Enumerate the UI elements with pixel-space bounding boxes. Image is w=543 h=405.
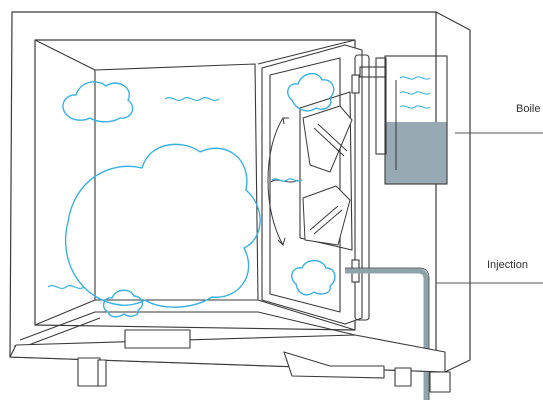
injection-label: Injection <box>487 259 528 271</box>
boiler-steam-pipe <box>359 57 387 155</box>
boiler-tank <box>384 55 448 185</box>
steam-wave-icon <box>47 96 303 290</box>
steam-cloud-icon <box>62 73 336 318</box>
oven-base <box>9 329 451 393</box>
fan-blade-icon <box>302 105 353 246</box>
boiler-steam-waves <box>399 76 431 109</box>
fan-baffle <box>261 44 363 325</box>
boiler-label: Boile <box>516 103 541 115</box>
callout-leaders <box>436 132 543 284</box>
injection-pipe <box>345 267 430 400</box>
